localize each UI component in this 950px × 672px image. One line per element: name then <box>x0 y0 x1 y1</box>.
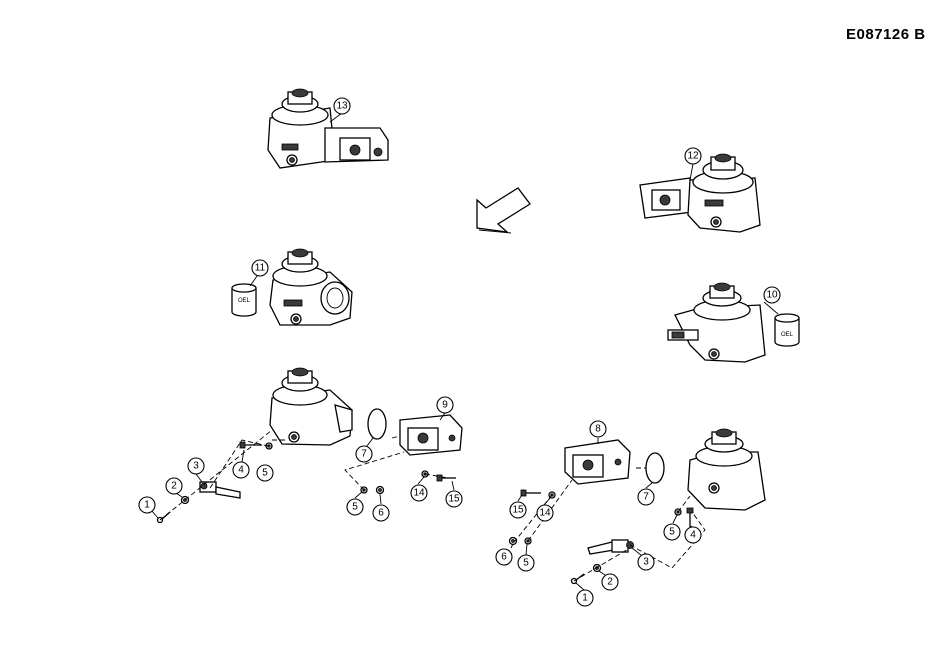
callout-left-5b: 5 <box>347 499 363 515</box>
callout-13-number: 13 <box>336 101 348 112</box>
callout-11-number: 11 <box>255 263 266 274</box>
oil-can-right-label: OEL <box>781 332 794 338</box>
callout-10-number: 10 <box>766 290 778 301</box>
callout-left-15: 15 <box>446 491 462 507</box>
callout-right-7: 7 <box>638 489 654 505</box>
callout-right-2-number: 2 <box>607 577 613 588</box>
callout-left-9: 9 <box>437 397 453 413</box>
callout-10: 10 <box>764 287 780 303</box>
assembly-10-pump-with-oil-can <box>668 283 765 362</box>
callout-right-6-number: 6 <box>501 552 507 563</box>
callout-12-number: 12 <box>687 151 699 162</box>
callout-right-1-number: 1 <box>582 593 588 604</box>
callout-right-15-number: 15 <box>512 505 524 516</box>
oil-can-left: OEL <box>232 284 256 316</box>
callout-left-2-number: 2 <box>171 481 177 492</box>
callout-left-1: 1 <box>139 497 155 513</box>
callout-right-4: 4 <box>685 527 701 543</box>
callout-left-14: 14 <box>411 485 427 501</box>
callout-right-3-number: 3 <box>643 557 649 568</box>
o-ring-right <box>646 453 664 483</box>
callout-11: 11 <box>252 260 268 276</box>
callout-right-8: 8 <box>590 421 606 437</box>
callout-right-5a-number: 5 <box>669 527 675 538</box>
assembly-13-pump-with-gear-pump <box>268 89 388 168</box>
callout-left-6: 6 <box>373 505 389 521</box>
callout-left-7-number: 7 <box>361 449 367 460</box>
callout-right-5b: 5 <box>518 555 534 571</box>
callout-left-4-number: 4 <box>238 465 244 476</box>
callout-12: 12 <box>685 148 701 164</box>
callout-left-4: 4 <box>233 462 249 478</box>
callout-right-14: 14 <box>537 505 553 521</box>
callout-left-2: 2 <box>166 478 182 494</box>
callout-right-1: 1 <box>577 590 593 606</box>
callout-right-5a: 5 <box>664 524 680 540</box>
callout-right-14-number: 14 <box>539 508 551 519</box>
oil-can-left-label: OEL <box>238 298 251 304</box>
callout-right-2: 2 <box>602 574 618 590</box>
callout-right-6: 6 <box>496 549 512 565</box>
callout-left-9-number: 9 <box>442 400 448 411</box>
callout-left-14-number: 14 <box>413 488 425 499</box>
callout-left-15-number: 15 <box>448 494 460 505</box>
callout-right-8-number: 8 <box>595 424 601 435</box>
assembly-11-pump-with-oil-can <box>270 249 352 325</box>
callout-left-7: 7 <box>356 446 372 462</box>
callout-left-5a-number: 5 <box>262 468 268 479</box>
callout-left-1-number: 1 <box>144 500 150 511</box>
oil-can-right: OEL <box>775 314 799 346</box>
callout-right-5b-number: 5 <box>523 558 529 569</box>
o-ring-left <box>368 409 386 439</box>
callout-13: 13 <box>334 98 350 114</box>
callout-left-5a: 5 <box>257 465 273 481</box>
callout-right-3: 3 <box>638 554 654 570</box>
callout-left-3: 3 <box>188 458 204 474</box>
callout-left-5b-number: 5 <box>352 502 358 513</box>
callout-right-4-number: 4 <box>690 530 696 541</box>
callout-left-3-number: 3 <box>193 461 199 472</box>
callout-right-7-number: 7 <box>643 492 649 503</box>
callout-left-6-number: 6 <box>378 508 384 519</box>
assembly-12-pump-with-gear-pump <box>640 154 760 232</box>
direction-arrow <box>477 188 530 233</box>
callout-right-15: 15 <box>510 502 526 518</box>
